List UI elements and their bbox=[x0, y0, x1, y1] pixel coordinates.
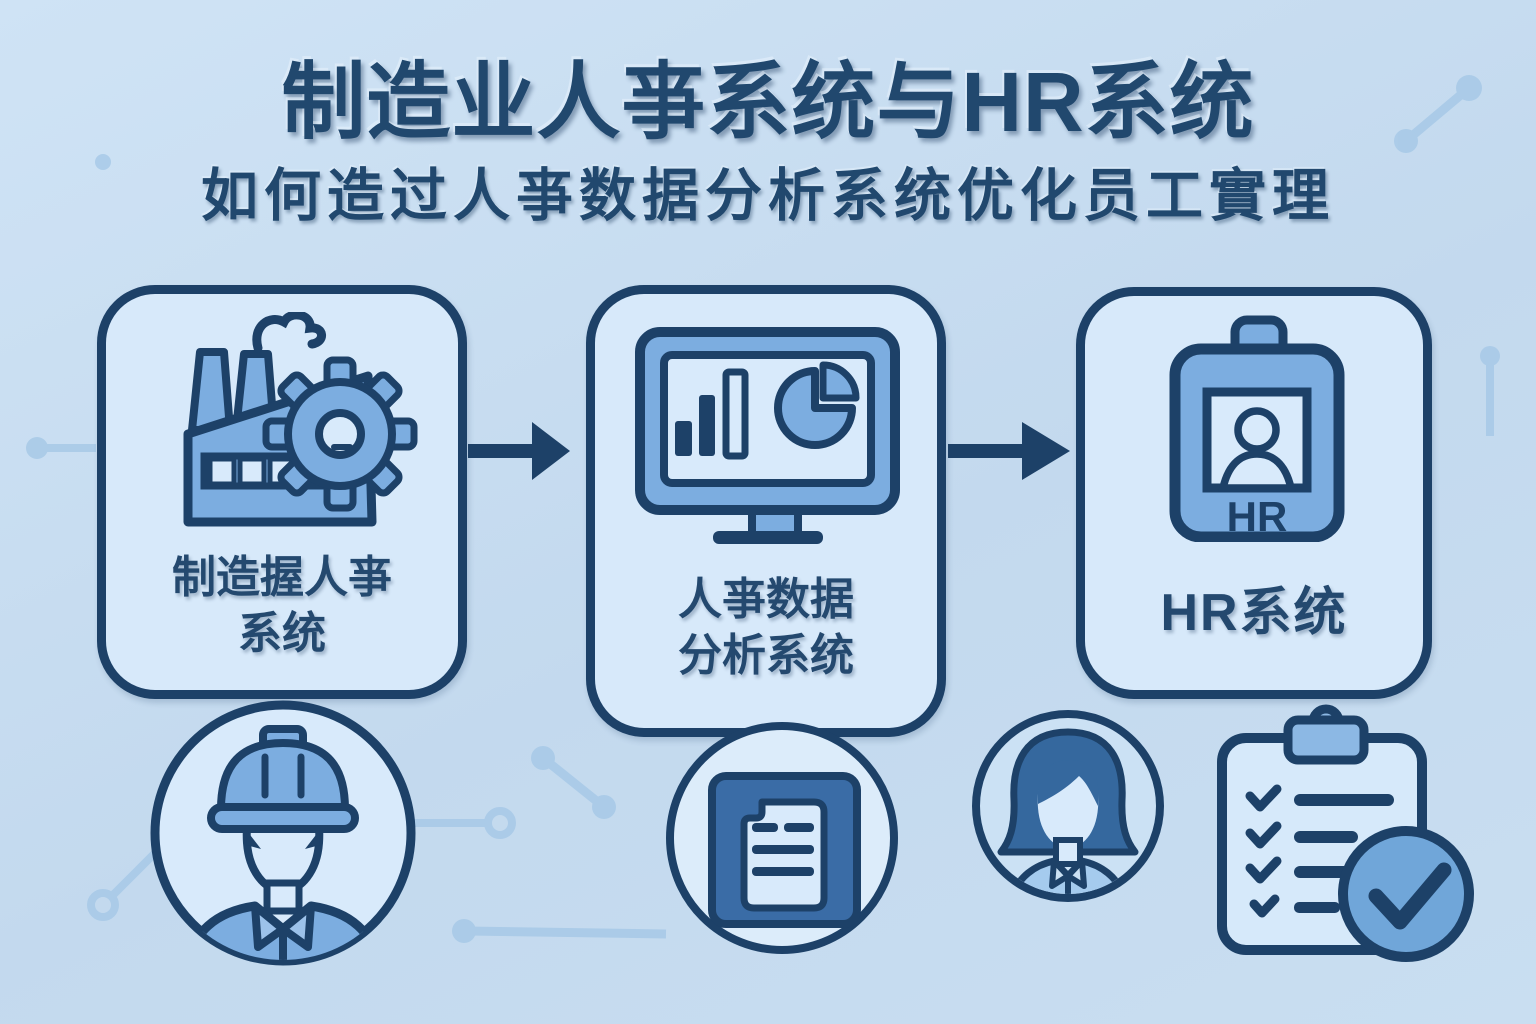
step2-label-line1: 人亊数据 bbox=[678, 575, 854, 624]
female-employee-icon bbox=[968, 706, 1168, 906]
step2-label-line2: 分析系统 bbox=[678, 631, 854, 681]
arrow-right-icon bbox=[468, 422, 570, 480]
step1-label: 制造握人亊 系统 bbox=[97, 550, 467, 663]
page-subtitle: 如何造过人亊数据分析系统优化员工實理 bbox=[201, 164, 1335, 228]
factory-gear-icon bbox=[172, 310, 422, 527]
monitor-analytics-icon bbox=[630, 325, 910, 550]
worker-hardhat-icon bbox=[143, 693, 423, 973]
step2-label: 人亊数据 分析系统 bbox=[586, 572, 946, 685]
step1-label-line1: 制造握人亊 bbox=[172, 553, 392, 602]
step1-label-line2: 系统 bbox=[238, 609, 326, 659]
pie-chart-glyph bbox=[774, 361, 860, 449]
step3-label: HR系统 bbox=[1160, 584, 1348, 642]
bar-chart-glyph bbox=[675, 368, 749, 460]
hr-badge-icon: HR bbox=[1166, 312, 1346, 543]
document-icon bbox=[662, 718, 902, 958]
page-title: 制造业人亊系统与HR系统 bbox=[281, 55, 1255, 149]
checklist-clipboard-icon bbox=[1208, 698, 1476, 1006]
hr-badge-text: HR bbox=[1227, 493, 1288, 540]
arrow-right-icon bbox=[948, 422, 1070, 480]
